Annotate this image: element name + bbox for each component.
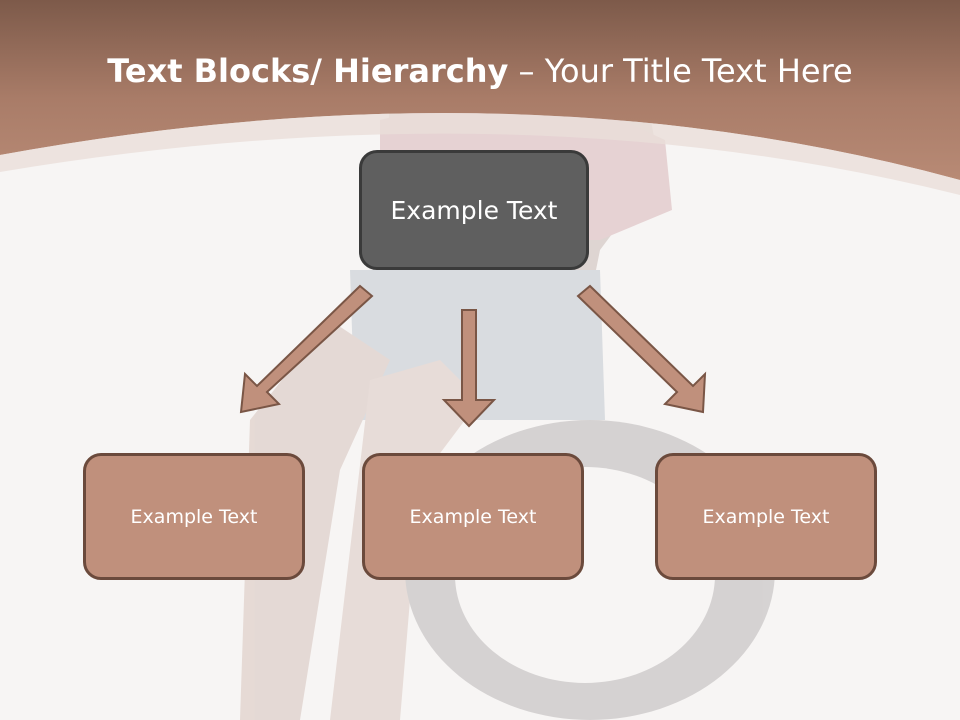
arrow-center [441,309,497,428]
child-box-label: Example Text [702,505,830,528]
hierarchy-child-box-center: Example Text [362,453,584,580]
child-box-label: Example Text [130,505,258,528]
child-box-label: Example Text [409,505,537,528]
top-box-label: Example Text [390,195,558,225]
hierarchy-top-box: Example Text [359,150,589,270]
arrow-left [239,284,374,414]
hierarchy-child-box-left: Example Text [83,453,305,580]
title-rest: – Your Title Text Here [508,52,853,90]
slide-title: Text Blocks/ Hierarchy – Your Title Text… [0,52,960,90]
title-bold: Text Blocks/ Hierarchy [107,52,509,90]
arrow-right [576,284,707,414]
hierarchy-child-box-right: Example Text [655,453,877,580]
